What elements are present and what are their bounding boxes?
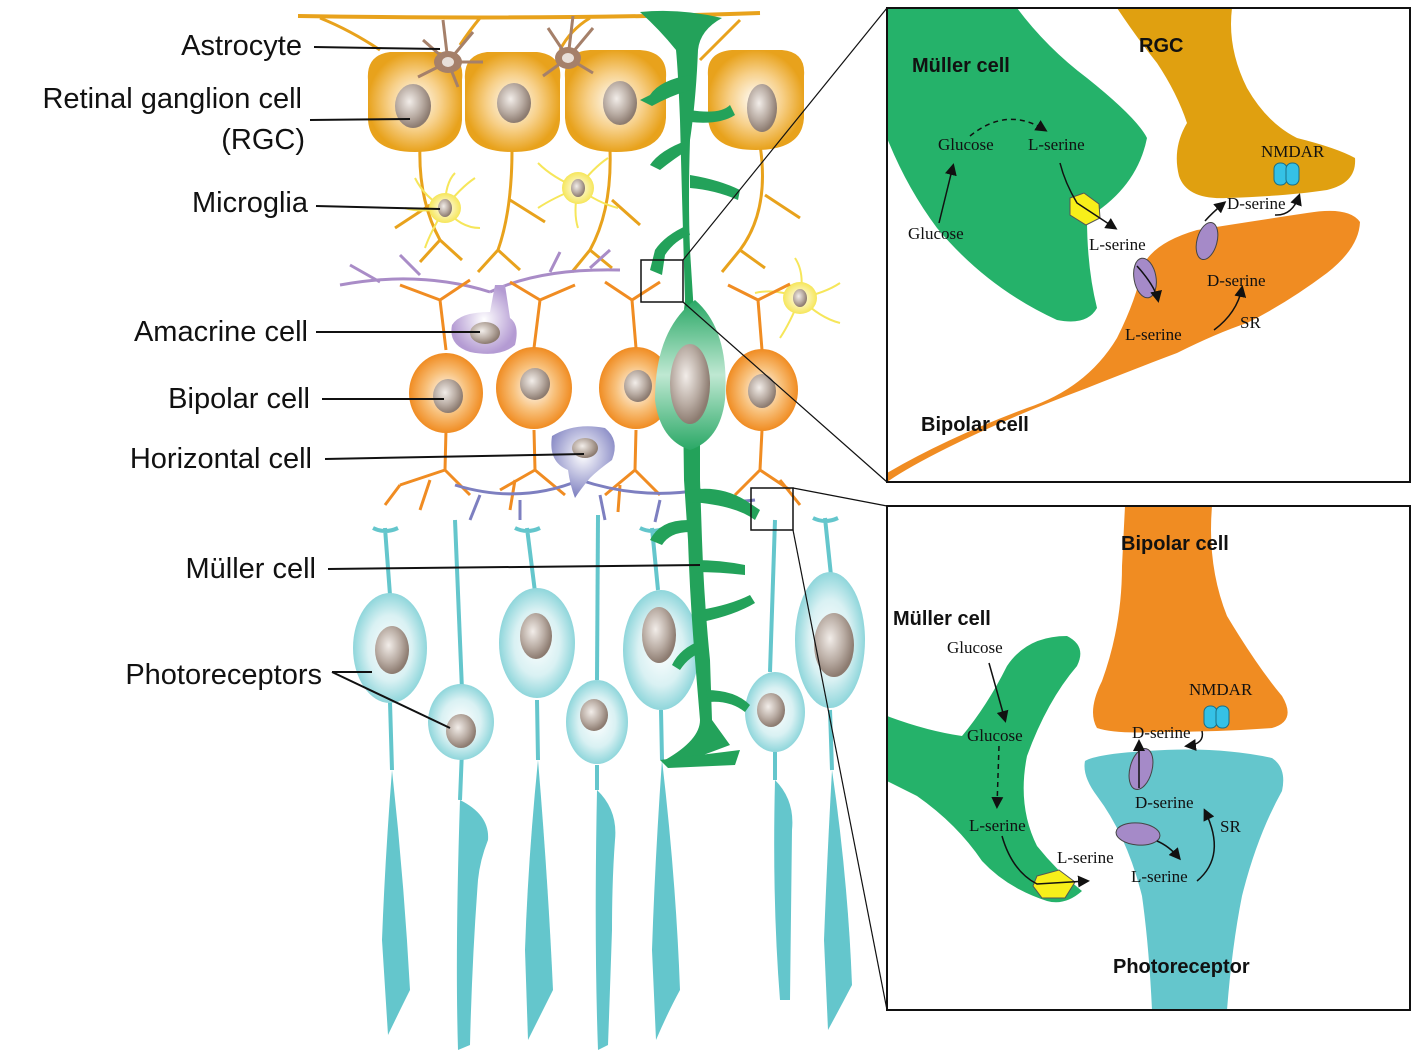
inset-bottom-sr: SR bbox=[1220, 817, 1241, 836]
label-rgc-line2: (RGC) bbox=[221, 124, 305, 156]
microglia-cells bbox=[404, 157, 841, 339]
microglia bbox=[404, 157, 841, 339]
inset-top-nmdar: NMDAR bbox=[1261, 142, 1325, 161]
leader-horizontal bbox=[324, 453, 585, 460]
label-astrocyte: Astrocyte bbox=[181, 30, 302, 62]
zoom-box-top bbox=[640, 259, 684, 303]
inset-top-frame bbox=[886, 7, 1411, 483]
arrow-glucose-in bbox=[938, 163, 957, 224]
inset-top-lserine-muller: L-serine bbox=[1028, 135, 1085, 154]
inset-top-sr: SR bbox=[1240, 313, 1261, 332]
inset-top-glucose-inside: Glucose bbox=[938, 135, 994, 154]
inset-top-muller-label: Müller cell bbox=[912, 55, 1010, 77]
label-horizontal: Horizontal cell bbox=[130, 443, 312, 475]
leader-photoreceptors-2 bbox=[331, 671, 451, 729]
inset-bottom-lserine-photoreceptor: L-serine bbox=[1131, 867, 1188, 886]
bottom-arrow-glucose-in bbox=[988, 662, 1009, 723]
bottom-asc-transporter-icon bbox=[1115, 822, 1161, 846]
outer-plexiform-processes bbox=[383, 429, 802, 513]
inset-top-bipolar bbox=[887, 210, 1360, 482]
label-bipolar: Bipolar cell bbox=[168, 383, 310, 415]
inset-bottom-nmdar: NMDAR bbox=[1189, 680, 1253, 699]
inset-top-glucose-outside: Glucose bbox=[908, 224, 964, 243]
inset-bottom-lserine-released: L-serine bbox=[1057, 848, 1114, 867]
photoreceptor-cells bbox=[353, 514, 865, 1050]
bottom-arrow-glucose-lserine bbox=[991, 745, 1004, 809]
bottom-arrow-sr bbox=[1196, 808, 1216, 882]
inset-bottom-glucose-inside: Glucose bbox=[967, 726, 1023, 745]
arrow-lserine-out bbox=[1059, 162, 1118, 230]
bottom-nmdar-icon bbox=[1203, 705, 1230, 729]
label-photoreceptors: Photoreceptors bbox=[125, 659, 322, 691]
inset-bottom-photoreceptor-label: Photoreceptor bbox=[1113, 956, 1250, 978]
arrow-glucose-lserine bbox=[969, 118, 1048, 137]
inset-bottom-muller bbox=[887, 636, 1082, 903]
horizontal-cell bbox=[551, 426, 615, 498]
bipolar-upper-processes bbox=[399, 278, 791, 351]
bipolar-cells bbox=[409, 347, 798, 433]
amacrine-cell bbox=[451, 285, 517, 354]
arrow-dserine-nmdar bbox=[1274, 193, 1302, 216]
left-labels: Astrocyte Retinal ganglion cell (RGC) Mi… bbox=[42, 30, 701, 729]
inset-top-lserine-bipolar: L-serine bbox=[1125, 325, 1182, 344]
inset-bottom-bipolar-label: Bipolar cell bbox=[1121, 533, 1229, 555]
label-amacrine: Amacrine cell bbox=[134, 316, 308, 348]
inset-top-muller bbox=[887, 8, 1147, 322]
inset-bottom-dserine-released: D-serine bbox=[1132, 723, 1191, 742]
inset-top-dserine-bipolar: D-serine bbox=[1207, 271, 1266, 290]
zoom-lines bbox=[682, 7, 888, 1011]
inset-bottom-dserine-photoreceptor: D-serine bbox=[1135, 793, 1194, 812]
inset-bottom-glucose-outside: Glucose bbox=[947, 638, 1003, 657]
inset-bottom-frame bbox=[886, 505, 1411, 1011]
arrow-sr bbox=[1213, 285, 1247, 331]
inset-bottom-photoreceptor bbox=[1084, 749, 1284, 1010]
label-microglia: Microglia bbox=[192, 187, 309, 219]
inset-top-rgc bbox=[1117, 8, 1356, 199]
leader-microglia bbox=[315, 205, 441, 210]
bottom-arrow-lserine-out bbox=[1001, 835, 1090, 888]
bottom-arrow-lserine-in bbox=[1156, 840, 1181, 861]
inset-bottom-bipolar bbox=[1093, 506, 1288, 733]
inset-top-rgc-label: RGC bbox=[1139, 35, 1183, 57]
inset-top-dserine-released: D-serine bbox=[1227, 194, 1286, 213]
inset-top: Müller cell RGC Bipolar cell Glucose Glu… bbox=[886, 7, 1411, 483]
zoom-box-bottom bbox=[750, 487, 794, 531]
arrow-lserine-in bbox=[1136, 265, 1162, 303]
inset-bottom-muller-label: Müller cell bbox=[893, 608, 991, 630]
leader-rgc bbox=[309, 118, 411, 121]
muller-nucleus bbox=[670, 344, 710, 424]
label-rgc-line1: Retinal ganglion cell bbox=[42, 83, 302, 115]
asc-transporter-icon-2 bbox=[1195, 221, 1219, 261]
bottom-lserine-transporter-icon bbox=[1032, 869, 1076, 899]
bottom-arrow-dserine-nmdar bbox=[1184, 730, 1204, 751]
astrocytes bbox=[417, 15, 595, 88]
muller-cell bbox=[640, 10, 760, 768]
inset-top-bipolar-label: Bipolar cell bbox=[921, 414, 1029, 436]
arrow-dserine-out bbox=[1204, 201, 1227, 222]
inset-bottom-lserine-muller: L-serine bbox=[969, 816, 1026, 835]
rgc-cells bbox=[367, 50, 805, 152]
inset-top-lserine-released: L-serine bbox=[1089, 235, 1146, 254]
label-muller: Müller cell bbox=[185, 553, 316, 585]
bottom-asc-transporter-icon-2 bbox=[1128, 748, 1154, 790]
leader-astrocyte bbox=[313, 46, 441, 50]
nmdar-icon bbox=[1273, 162, 1300, 186]
leader-muller bbox=[327, 564, 701, 570]
retina-illustration bbox=[297, 7, 888, 1050]
inset-bottom: Bipolar cell Müller cell Photoreceptor G… bbox=[886, 505, 1411, 1011]
